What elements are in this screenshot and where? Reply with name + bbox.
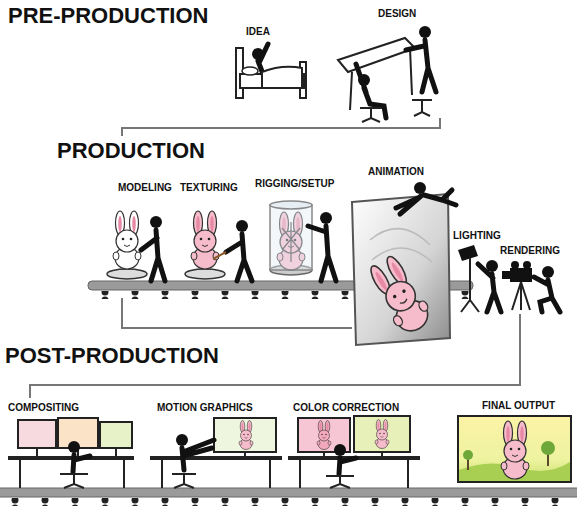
rigging-scene	[320, 212, 332, 224]
idea-scene	[236, 44, 306, 98]
stage-label: MODELING	[118, 182, 172, 193]
texturing-scene	[226, 234, 252, 281]
motion-graphics-scene	[172, 474, 196, 488]
modeling-scene	[107, 269, 147, 279]
rendering-scene	[502, 271, 510, 279]
lighting-scene	[458, 245, 501, 312]
rigging-scene	[270, 201, 312, 209]
stage-label: TEXTURING	[180, 182, 238, 193]
motion-graphics-scene	[182, 440, 214, 470]
conveyor-belt	[0, 488, 577, 497]
texturing-scene	[185, 211, 252, 281]
compositing-scene	[8, 418, 134, 488]
color-correction-scene	[334, 444, 346, 456]
color-correction-scene	[288, 416, 420, 488]
animation-scene	[414, 182, 426, 194]
section-heading: PRODUCTION	[57, 139, 205, 163]
compositing-scene	[60, 474, 88, 488]
animation-scene	[352, 194, 450, 345]
rigging-scene	[270, 201, 336, 281]
stage-label: ANIMATION	[368, 166, 424, 177]
motion-graphics-scene	[150, 456, 282, 460]
lighting-scene	[478, 264, 501, 312]
design-scene	[406, 40, 436, 92]
stage-label: COMPOSITING	[8, 402, 79, 413]
stage-label: IDEA	[246, 26, 270, 37]
color-correction-scene	[300, 460, 408, 488]
final-output-frame	[541, 441, 555, 455]
stage-label: DESIGN	[378, 8, 416, 19]
compositing-scene	[73, 455, 90, 472]
final-output-frame	[458, 416, 571, 482]
rendering-scene	[542, 266, 554, 278]
final-output-frame	[463, 450, 473, 460]
motion-graphics-scene	[150, 418, 282, 488]
texturing-scene	[191, 211, 219, 269]
section-heading: POST-PRODUCTION	[5, 344, 219, 368]
rendering-scene	[534, 277, 560, 312]
stage-label: RENDERING	[500, 245, 560, 256]
design-scene	[338, 26, 436, 122]
modeling-scene	[141, 230, 165, 281]
color-correction-scene	[324, 452, 382, 456]
design-scene	[360, 108, 382, 122]
final-output-frame	[501, 421, 529, 479]
section-bracket	[122, 118, 440, 136]
compositing-scene	[8, 456, 134, 460]
stage-label: FINAL OUTPUT	[482, 400, 555, 411]
modeling-scene	[107, 211, 165, 281]
texturing-scene	[236, 220, 248, 232]
motion-graphics-scene	[214, 418, 276, 452]
rendering-scene	[502, 261, 560, 312]
motion-graphics-scene	[176, 434, 188, 446]
section-bracket	[122, 298, 352, 328]
final-output-frame	[458, 416, 571, 482]
motion-graphics-scene	[239, 421, 253, 450]
idea-scene	[262, 67, 302, 88]
color-correction-scene	[375, 420, 389, 449]
compositing-scene	[18, 420, 56, 448]
texturing-scene	[185, 269, 225, 279]
stage-label: COLOR CORRECTION	[293, 402, 399, 413]
animation-scene	[352, 182, 456, 345]
modeling-scene	[113, 211, 141, 269]
color-correction-scene	[317, 421, 331, 450]
motion-graphics-scene	[162, 460, 270, 488]
rigging-scene	[308, 226, 336, 281]
rendering-scene	[510, 268, 532, 282]
color-correction-scene	[339, 458, 356, 474]
rendering-scene	[511, 261, 519, 269]
design-scene	[338, 38, 415, 72]
idea-scene	[242, 67, 258, 75]
stage-label: RIGGING/SETUP	[255, 178, 334, 189]
color-correction-scene	[326, 476, 354, 488]
modeling-scene	[150, 216, 162, 228]
animation-scene	[396, 190, 456, 214]
motion-graphics-scene	[244, 452, 246, 456]
animation-scene	[365, 252, 436, 338]
stage-label: LIGHTING	[453, 230, 501, 241]
texturing-scene	[213, 252, 226, 259]
lighting-scene	[458, 245, 478, 261]
animation-scene	[370, 229, 432, 262]
compositing-scene	[68, 441, 80, 453]
stage-label: MOTION GRAPHICS	[157, 402, 253, 413]
compositing-scene	[100, 422, 132, 448]
conveyor-belt	[0, 488, 577, 506]
rendering-scene	[512, 282, 530, 310]
rigging-scene	[270, 205, 312, 270]
rendering-scene	[523, 261, 531, 269]
design-scene	[419, 26, 431, 38]
design-scene	[412, 100, 432, 116]
conveyor-belt	[0, 498, 577, 506]
color-correction-scene	[354, 416, 410, 452]
lighting-scene	[461, 258, 479, 312]
section-heading: PRE-PRODUCTION	[8, 4, 208, 28]
